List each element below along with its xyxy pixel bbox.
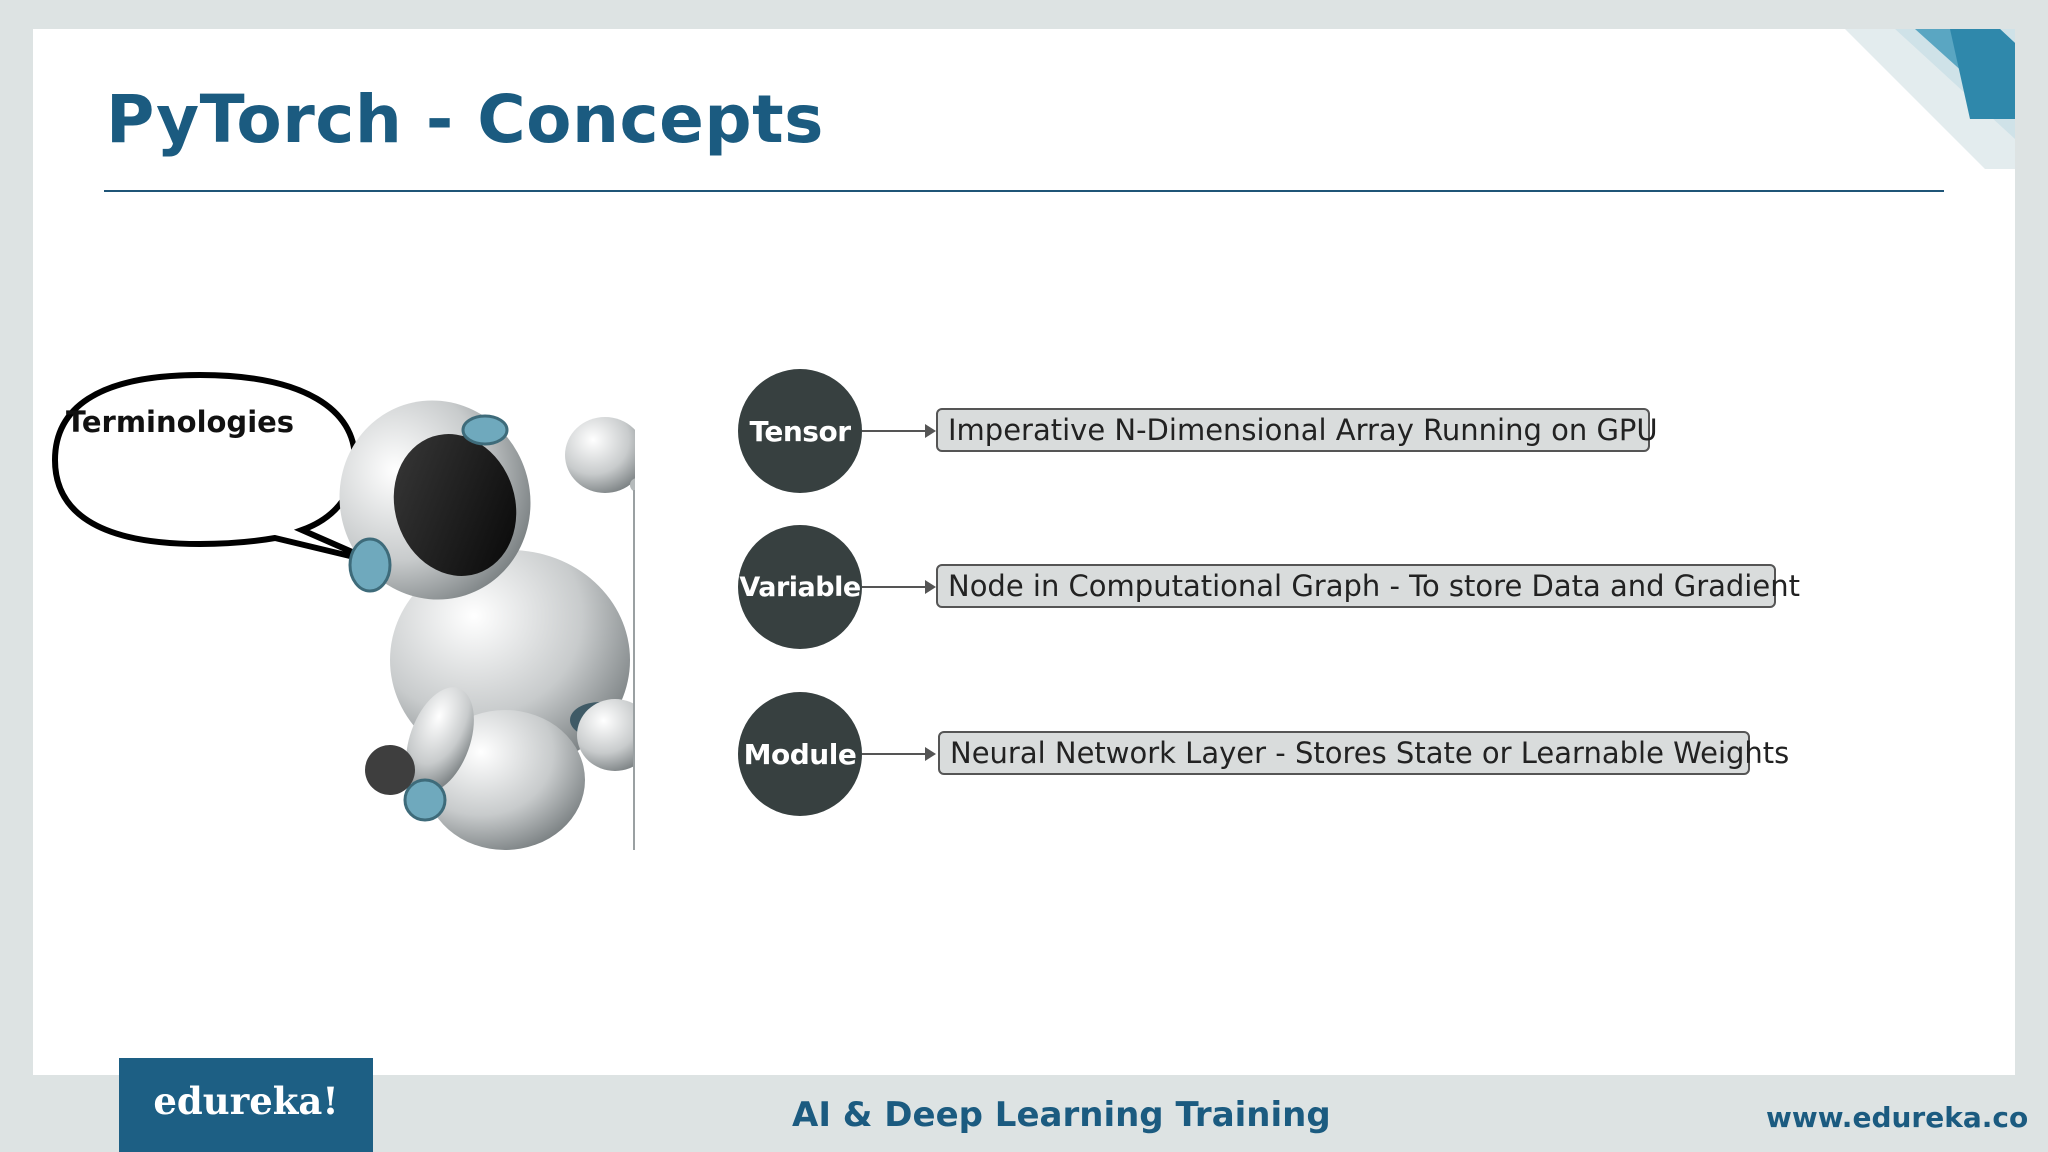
connector-arrow xyxy=(862,747,936,761)
page-title: PyTorch - Concepts xyxy=(106,81,824,158)
website-url[interactable]: www.edureka.co xyxy=(1766,1101,2029,1134)
corner-decoration xyxy=(1845,29,2015,169)
concept-node-variable: Variable xyxy=(738,525,862,649)
connector-arrow xyxy=(862,424,936,438)
definition-box-module: Neural Network Layer - Stores State or L… xyxy=(938,731,1789,775)
concept-node-module: Module xyxy=(738,692,862,816)
course-title: AI & Deep Learning Training xyxy=(792,1095,1331,1135)
robot-illustration xyxy=(339,360,750,860)
definition-box-variable: Node in Computational Graph - To store D… xyxy=(936,564,1800,608)
speech-bubble xyxy=(51,371,377,565)
bubble-label: Terminologies xyxy=(65,405,295,439)
title-divider xyxy=(104,190,1944,192)
concept-node-tensor: Tensor xyxy=(738,369,862,493)
edureka-logo: edureka! xyxy=(119,1058,373,1152)
connector-arrow xyxy=(862,580,936,594)
definition-box-tensor: Imperative N-Dimensional Array Running o… xyxy=(936,408,1658,452)
